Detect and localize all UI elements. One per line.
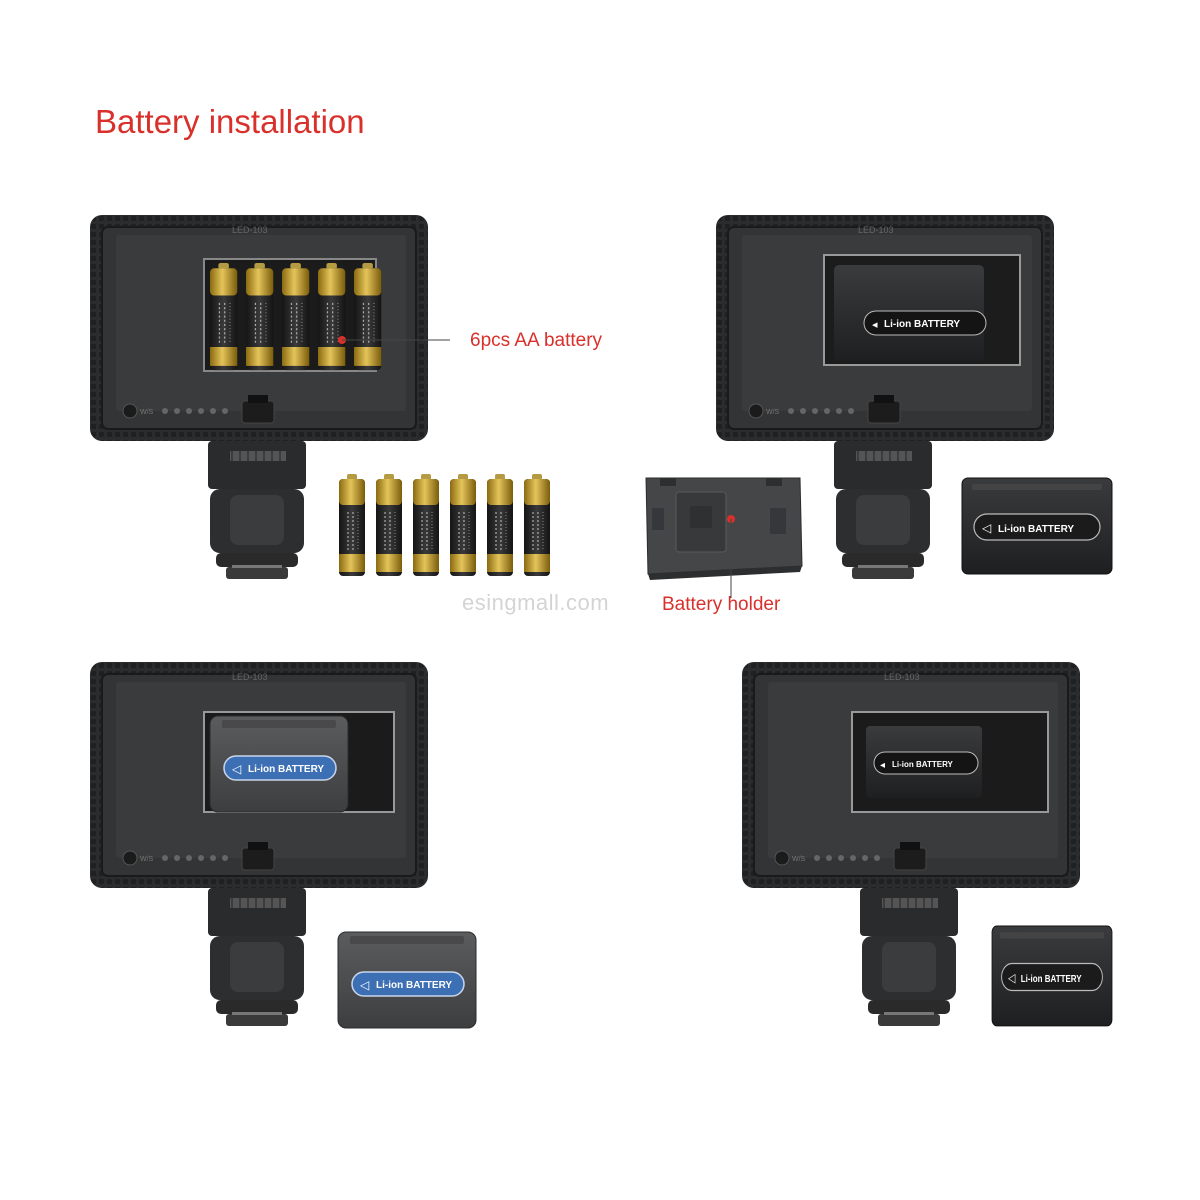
svg-text:◂: ◂ <box>872 319 878 331</box>
device-aa-panel <box>89 214 429 580</box>
svg-text:Li-ion BATTERY: Li-ion BATTERY <box>892 760 954 769</box>
spare-black-battery-bottom <box>991 925 1113 1027</box>
aa-battery-callout: 6pcs AA battery <box>470 330 603 351</box>
page-title: Battery installation <box>95 103 365 140</box>
battery-holder-callout: Battery holder <box>662 594 781 615</box>
spare-black-battery-top <box>961 477 1113 575</box>
installed-aa-batteries <box>209 262 382 371</box>
device-blue-battery-panel <box>89 661 429 1027</box>
device-holder-panel: ◂ Li-ion BATTERY <box>715 214 1055 580</box>
svg-text:Li-ion BATTERY: Li-ion BATTERY <box>884 319 960 330</box>
spare-blue-battery <box>337 931 477 1029</box>
battery-holder <box>645 477 803 580</box>
device-black-battery-panel: ◂ Li-ion BATTERY <box>741 661 1081 1027</box>
svg-text:◂: ◂ <box>880 760 885 771</box>
loose-aa-batteries <box>338 473 551 577</box>
